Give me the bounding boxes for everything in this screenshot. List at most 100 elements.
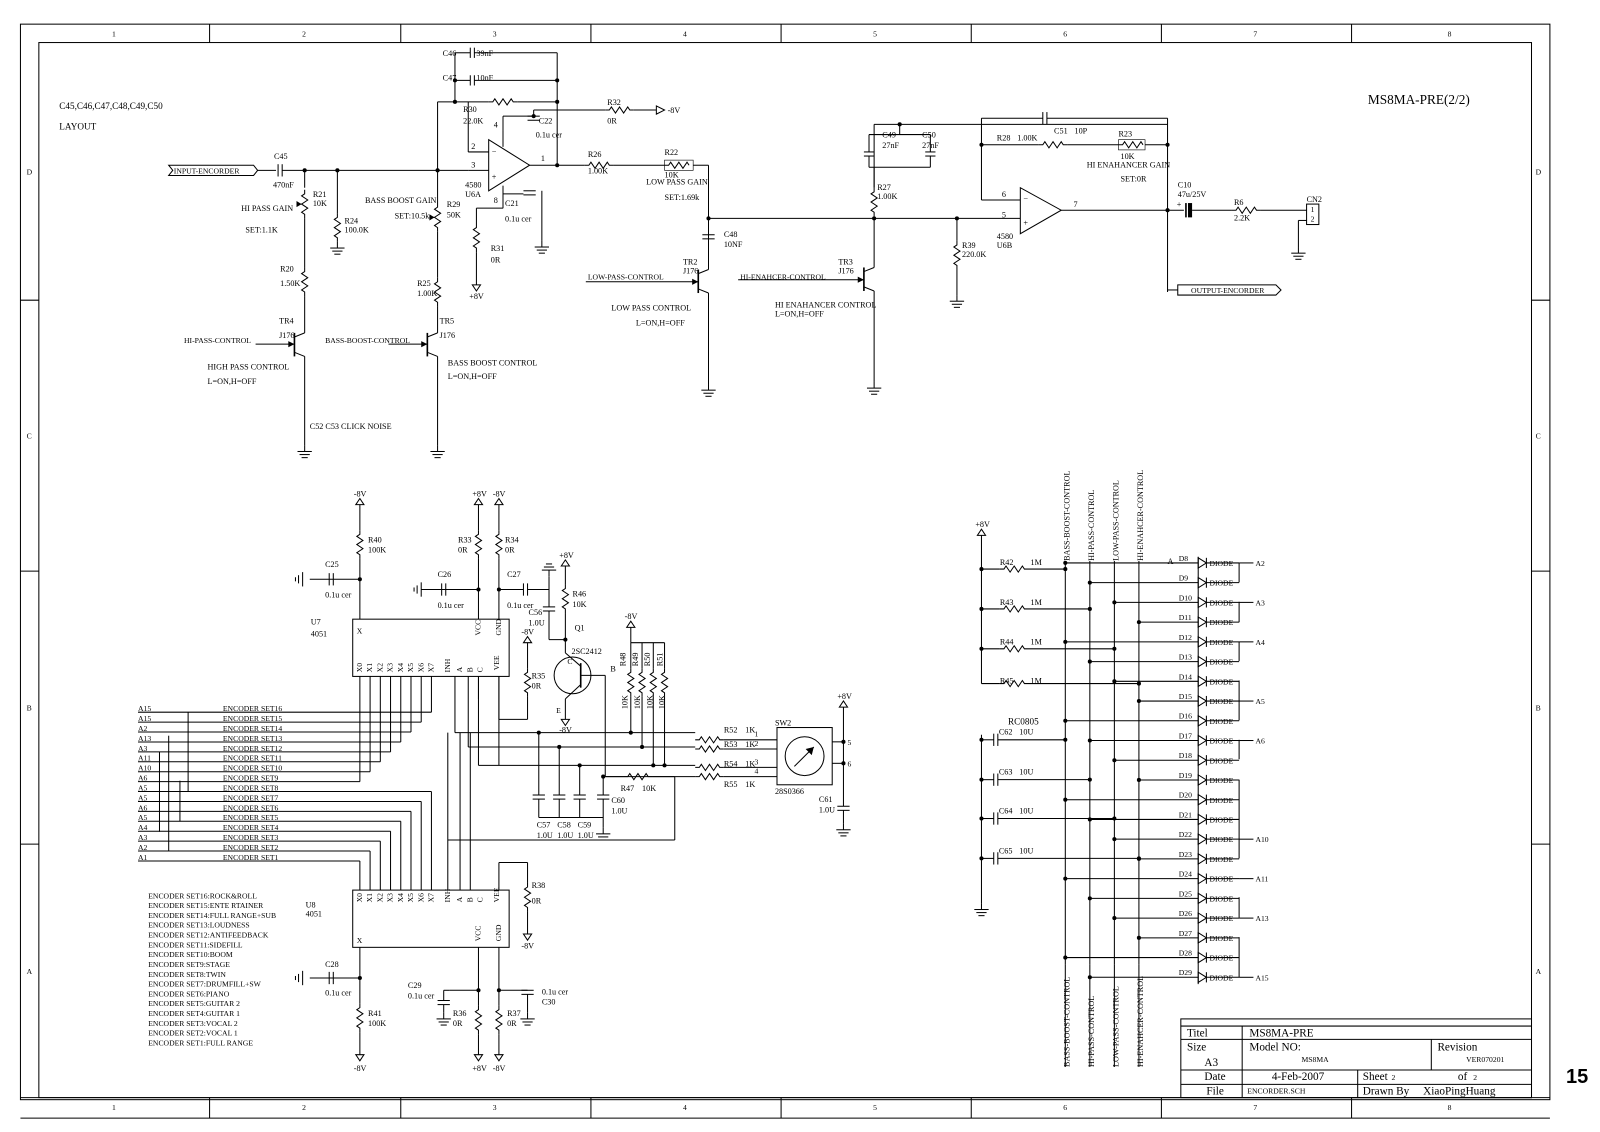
r43-val: 1M: [1031, 598, 1043, 607]
sw2-pin3: 3: [755, 757, 759, 766]
bass-boost-gain-label: BASS BOOST GAIN: [365, 196, 437, 205]
rotary-switch-sw2[interactable]: [776, 727, 833, 786]
diode-matrix-section: +8V R42 1M R43 1M R44 1M R45 1M RC0805 C…: [973, 470, 1269, 1067]
encoder-net-set-5: ENCODER SET11: [223, 754, 282, 763]
zone-row-left-B: B: [27, 704, 32, 713]
r48-val: 10K: [621, 695, 630, 709]
r54-ref: R54: [724, 759, 738, 768]
diode-symbol-d19: [1197, 774, 1207, 786]
c49-ref: C49: [882, 131, 896, 140]
u7-pins-pin-8: X7: [426, 663, 435, 673]
encoder-net-set-9: ENCODER SET7: [223, 793, 279, 802]
title-block: Titel MS8MA-PRE Size A3 Model NO: MS8MA …: [1180, 1018, 1533, 1099]
u6a-pin8: 8: [494, 196, 498, 205]
r37-val: 0R: [507, 1019, 517, 1028]
u8-pins-pin-6: X5: [406, 893, 415, 903]
u6b-ref: U6B: [997, 241, 1013, 250]
r38-minus8: -8V: [521, 941, 534, 950]
audio-filter-section: INPUT-ENCORDER C45 470nF R21 10K HI PASS…: [167, 47, 1322, 459]
r46-ref: R46: [573, 590, 587, 599]
bus-hi-enh-top: HI-ENAHCER-CONTROL: [1136, 470, 1145, 561]
c62-ref: C62: [999, 728, 1013, 737]
u8-pins-pin-7: X6: [416, 893, 425, 903]
hi-enhancer-gain-set: SET:0R: [1121, 175, 1147, 184]
c61-val: 1.0U: [819, 805, 835, 814]
diode-part-d19: DIODE: [1209, 776, 1233, 785]
q1-part: 2SC2412: [572, 647, 602, 656]
encoder-net-set-3: ENCODER SET13: [223, 734, 283, 743]
zone-col-top-3: 3: [493, 29, 497, 38]
tr2-val: J176: [683, 267, 698, 276]
u7-pins-pin-6: X5: [406, 663, 415, 673]
tb-model-label: Model NO:: [1249, 1042, 1301, 1054]
zone-col-bottom-2: 2: [302, 1103, 306, 1112]
r54-val: 1K: [745, 759, 755, 768]
diode-out-d12: A4: [1255, 638, 1265, 647]
output-port-label: OUTPUT-ENCORDER: [1191, 286, 1265, 295]
zone-row-right-B: B: [1536, 704, 1541, 713]
encoder-net-set-1: ENCODER SET15: [223, 714, 283, 723]
r41-val: 100K: [368, 1019, 386, 1028]
u6a-pin1: 1: [541, 154, 545, 163]
encoder-net-set-0: ENCODER SET16: [223, 704, 283, 713]
r24-val: 100.0K: [345, 226, 369, 235]
r48-minus8: -8V: [625, 612, 638, 621]
r52-val: 1K: [745, 726, 755, 735]
r31-ref: R31: [491, 244, 505, 253]
r51-ref: R51: [655, 653, 664, 667]
diode-ref-d29: D29: [1179, 968, 1192, 977]
r40-val: 100K: [368, 546, 386, 555]
bus-hi-pass-top: HI-PASS-CONTROL: [1087, 490, 1096, 561]
svg-text:+: +: [492, 173, 497, 182]
r33-ref: R33: [458, 535, 472, 544]
cn2-pin2: 2: [1311, 214, 1315, 223]
r46-val: 10K: [573, 600, 587, 609]
diode-out-d24: A11: [1255, 875, 1268, 884]
r44-val: 1M: [1031, 638, 1043, 647]
tb-size-value: A3: [1204, 1057, 1218, 1069]
r53-ref: R53: [724, 740, 738, 749]
u8-vcc-plus8: +8V: [472, 1064, 487, 1073]
c47-val: 10nF: [476, 73, 493, 82]
r39-ref: R39: [962, 241, 976, 250]
sw2-pin1: 1: [755, 730, 759, 739]
bus-bass-boost-bottom: BASS-BOOST-CONTROL: [1062, 977, 1071, 1067]
u8-pins-pin-1: X0: [355, 893, 364, 903]
encoder-legend-12: ENCODER SET4:GUITAR 1: [148, 1009, 240, 1018]
page-number: 15: [1566, 1066, 1589, 1088]
hi-enhancer-gain-label: HI ENAHANCER GAIN: [1087, 160, 1170, 169]
diode-part-d14: DIODE: [1209, 677, 1233, 686]
c51-val: 10P: [1075, 127, 1088, 136]
c22-val: 0.1u cer: [536, 131, 563, 140]
encoder-legend-1: ENCODER SET15:ENTE RTAINER: [148, 901, 264, 910]
cn2-pin1: 1: [1311, 205, 1315, 214]
zone-col-top-8: 8: [1448, 29, 1452, 38]
zone-col-bottom-4: 4: [683, 1103, 687, 1112]
u8-pins-pin-3: X2: [375, 893, 384, 903]
tr3-val: J176: [838, 267, 853, 276]
tr2-ref: TR2: [683, 257, 698, 266]
c56-val: 1.0U: [529, 618, 545, 627]
r23-val: 10K: [1121, 152, 1135, 161]
diode-symbol-d17: [1197, 734, 1207, 747]
hpc-label: HIGH PASS CONTROL: [208, 363, 290, 372]
diode-part-d8: DIODE: [1209, 559, 1233, 568]
u7-gnd-minus8: -8V: [493, 489, 506, 498]
input-encorder-port: [167, 164, 259, 176]
u7-ref: U7: [311, 617, 321, 626]
c28-ref: C28: [325, 960, 339, 969]
diode-ref-d26: D26: [1179, 909, 1192, 918]
diode-ref-d8: D8: [1179, 554, 1189, 563]
r51-val: 10K: [658, 695, 667, 709]
low-pass-gain-label: LOW PASS GAIN: [646, 178, 708, 187]
hi-pass-control-port: HI-PASS-CONTROL: [184, 336, 251, 345]
diode-symbol-d8: [1197, 557, 1207, 569]
r36-val: 0R: [453, 1019, 463, 1028]
encoder-legend-8: ENCODER SET8:TWIN: [148, 970, 226, 979]
zone-col-top-1: 1: [112, 29, 116, 38]
diode-ref-d15: D15: [1179, 692, 1192, 701]
u8-gnd-minus8: -8V: [493, 1064, 506, 1073]
diode-ref-d10: D10: [1179, 593, 1192, 602]
